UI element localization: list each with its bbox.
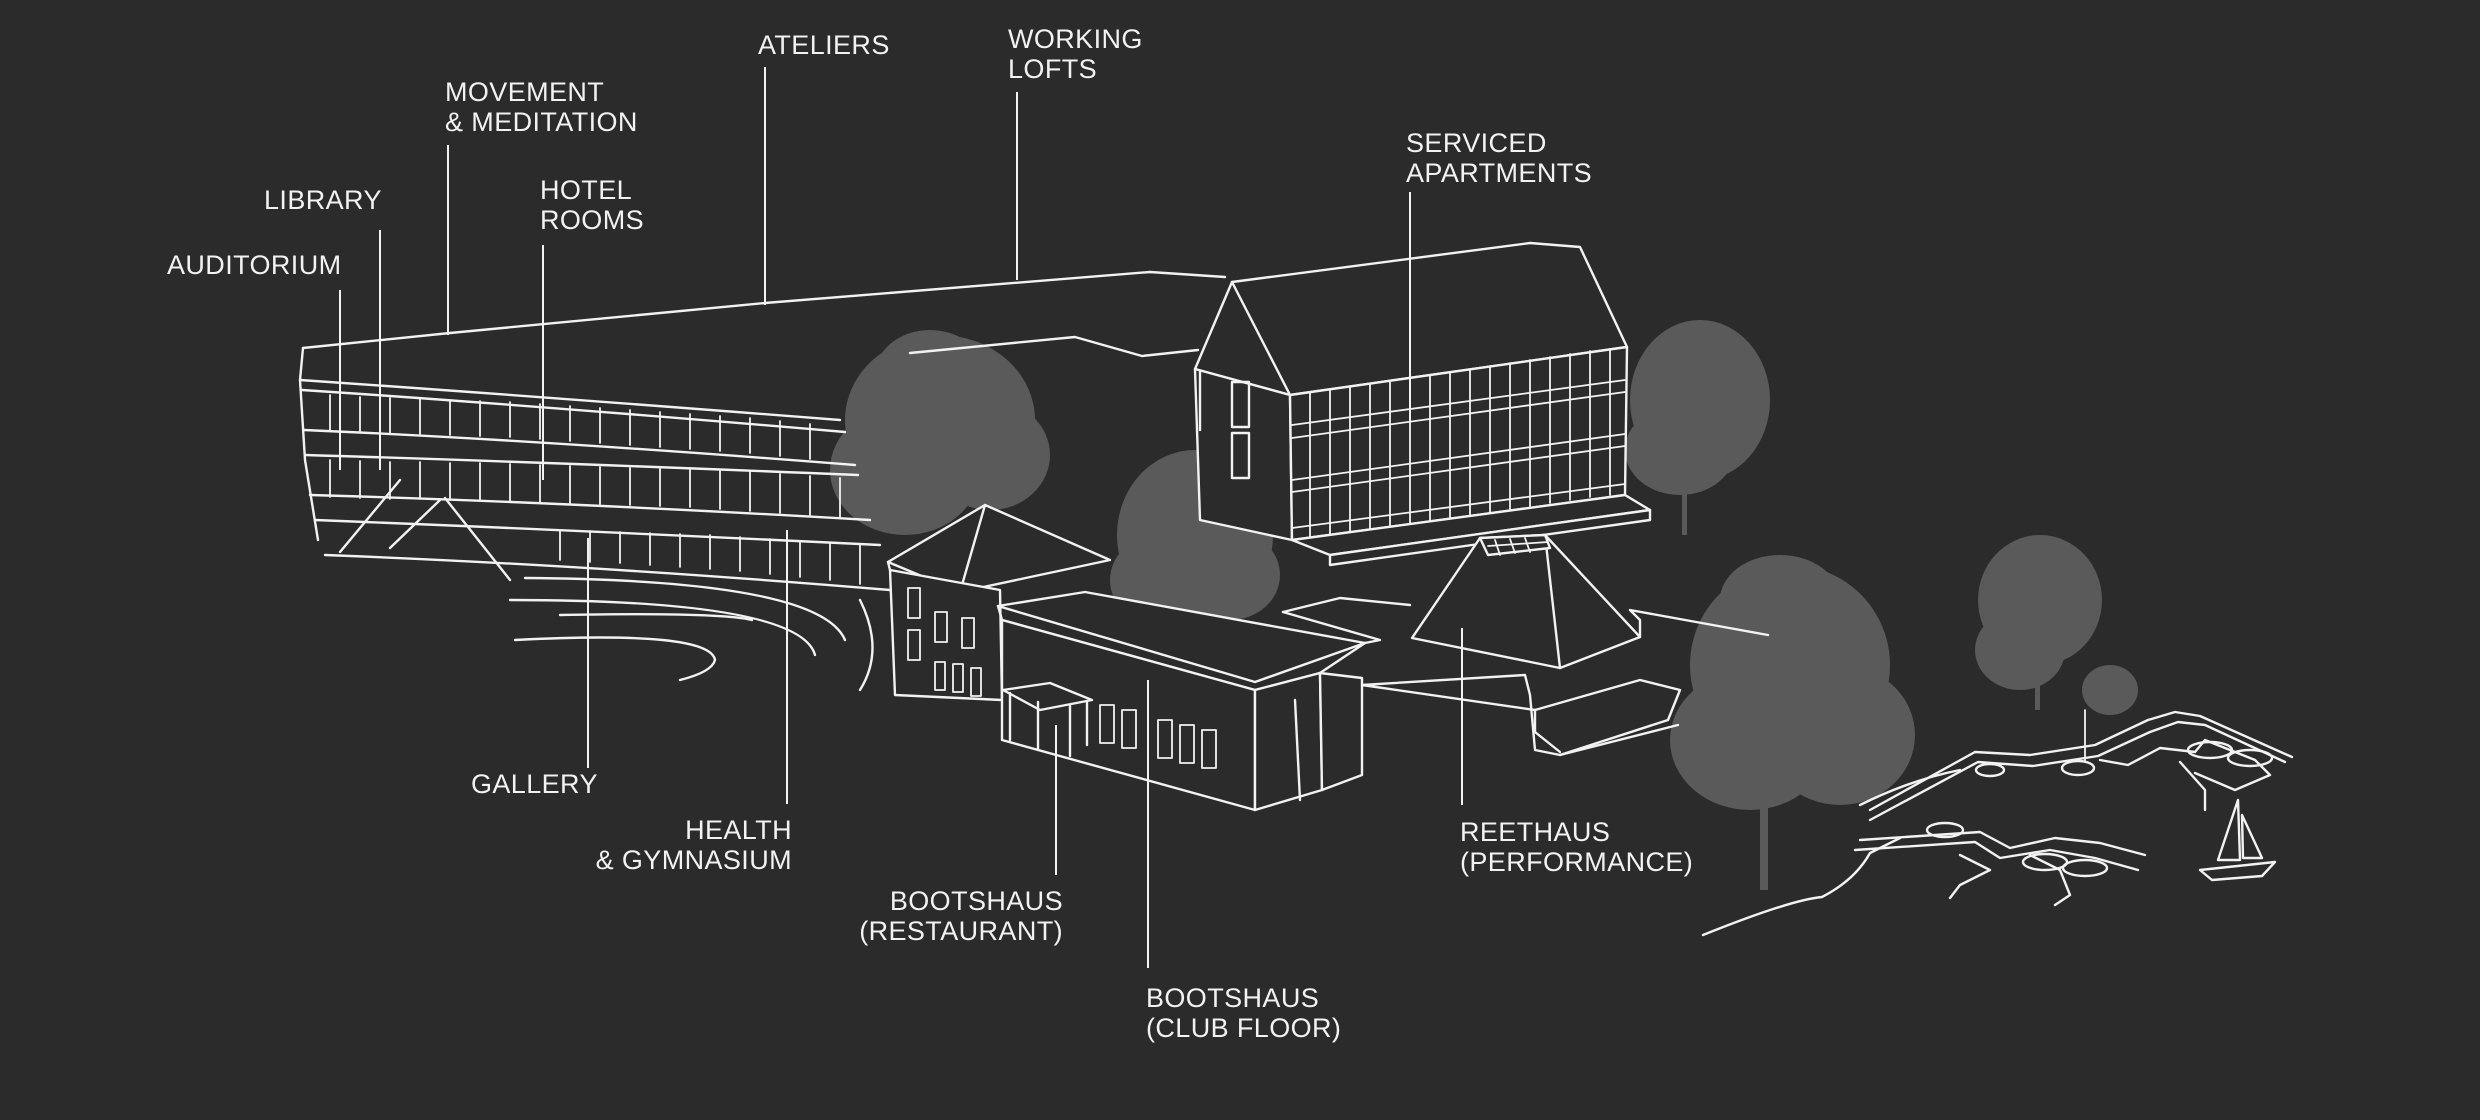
shoreline-and-docks — [1701, 709, 2294, 937]
leader-lines — [339, 67, 1463, 968]
tree-left — [830, 330, 1050, 535]
boats — [1925, 740, 2274, 878]
label-library: LIBRARY — [264, 185, 382, 215]
label-gallery: GALLERY — [471, 769, 598, 799]
tree-right-of-apartments — [1625, 320, 1770, 535]
facade-mullions — [329, 394, 861, 585]
label-ateliers: ATELIERS — [758, 30, 890, 60]
label-health-gymnasium: HEALTH & GYMNASIUM — [595, 815, 792, 875]
label-bootshaus-club-floor: BOOTSHAUS (CLUB FLOOR) — [1146, 983, 1342, 1043]
label-working-lofts: WORKING LOFTS — [1008, 24, 1143, 84]
trees — [830, 320, 2138, 890]
bootshaus-tower-windows — [907, 587, 982, 697]
apartment-facade-grid — [1291, 348, 1626, 539]
label-hotel-rooms: HOTEL ROOMS — [540, 175, 645, 235]
tree-dock — [1975, 535, 2138, 715]
label-serviced-apartments: SERVICED APARTMENTS — [1406, 128, 1593, 188]
serviced-apartments-building — [1193, 241, 1652, 567]
label-movement-meditation: MOVEMENT & MEDITATION — [445, 77, 638, 137]
reethaus-building — [1281, 533, 1770, 757]
bootshaus-building — [886, 503, 1367, 812]
bootshaus-wing-windows — [1099, 704, 1217, 769]
sailboat — [2198, 798, 2277, 882]
tree-large-front — [1670, 555, 1915, 890]
tree-center — [1110, 450, 1280, 630]
label-reethaus: REETHAUS (PERFORMANCE) — [1460, 817, 1694, 877]
main-curved-building — [298, 270, 1227, 692]
label-auditorium: AUDITORIUM — [167, 250, 342, 280]
label-bootshaus-restaurant: BOOTSHAUS (RESTAURANT) — [859, 886, 1063, 946]
